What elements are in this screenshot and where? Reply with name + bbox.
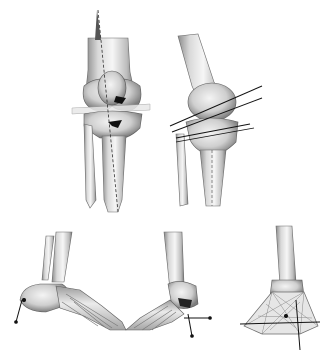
foot1-midfoot <box>56 286 126 330</box>
foot1-heel-marker <box>22 298 26 302</box>
foot3-center-marker <box>284 314 288 318</box>
axis-spike <box>95 10 101 40</box>
foot-lateral-panel <box>14 232 126 330</box>
foot3-mesh-outline <box>244 292 318 334</box>
foot3-tibia <box>276 226 296 286</box>
foot1-marker-line <box>16 300 22 322</box>
knee-lateral-panel <box>170 34 262 206</box>
foot2-vertical-line <box>188 314 192 336</box>
foot1-fibula <box>42 236 54 280</box>
tibia-shaft <box>102 136 126 212</box>
foot1-tibia <box>52 232 72 282</box>
foot-inferior-panel <box>240 226 320 350</box>
fibula <box>84 124 96 208</box>
lateral-fibula <box>176 134 188 206</box>
lateral-tibia-shaft <box>200 150 226 206</box>
foot2-marker <box>208 316 212 320</box>
foot1-marker <box>14 320 18 324</box>
knee-anterior-panel <box>72 10 150 212</box>
foot-posterior-panel <box>126 232 212 338</box>
foot2-vertical-marker <box>190 334 194 338</box>
